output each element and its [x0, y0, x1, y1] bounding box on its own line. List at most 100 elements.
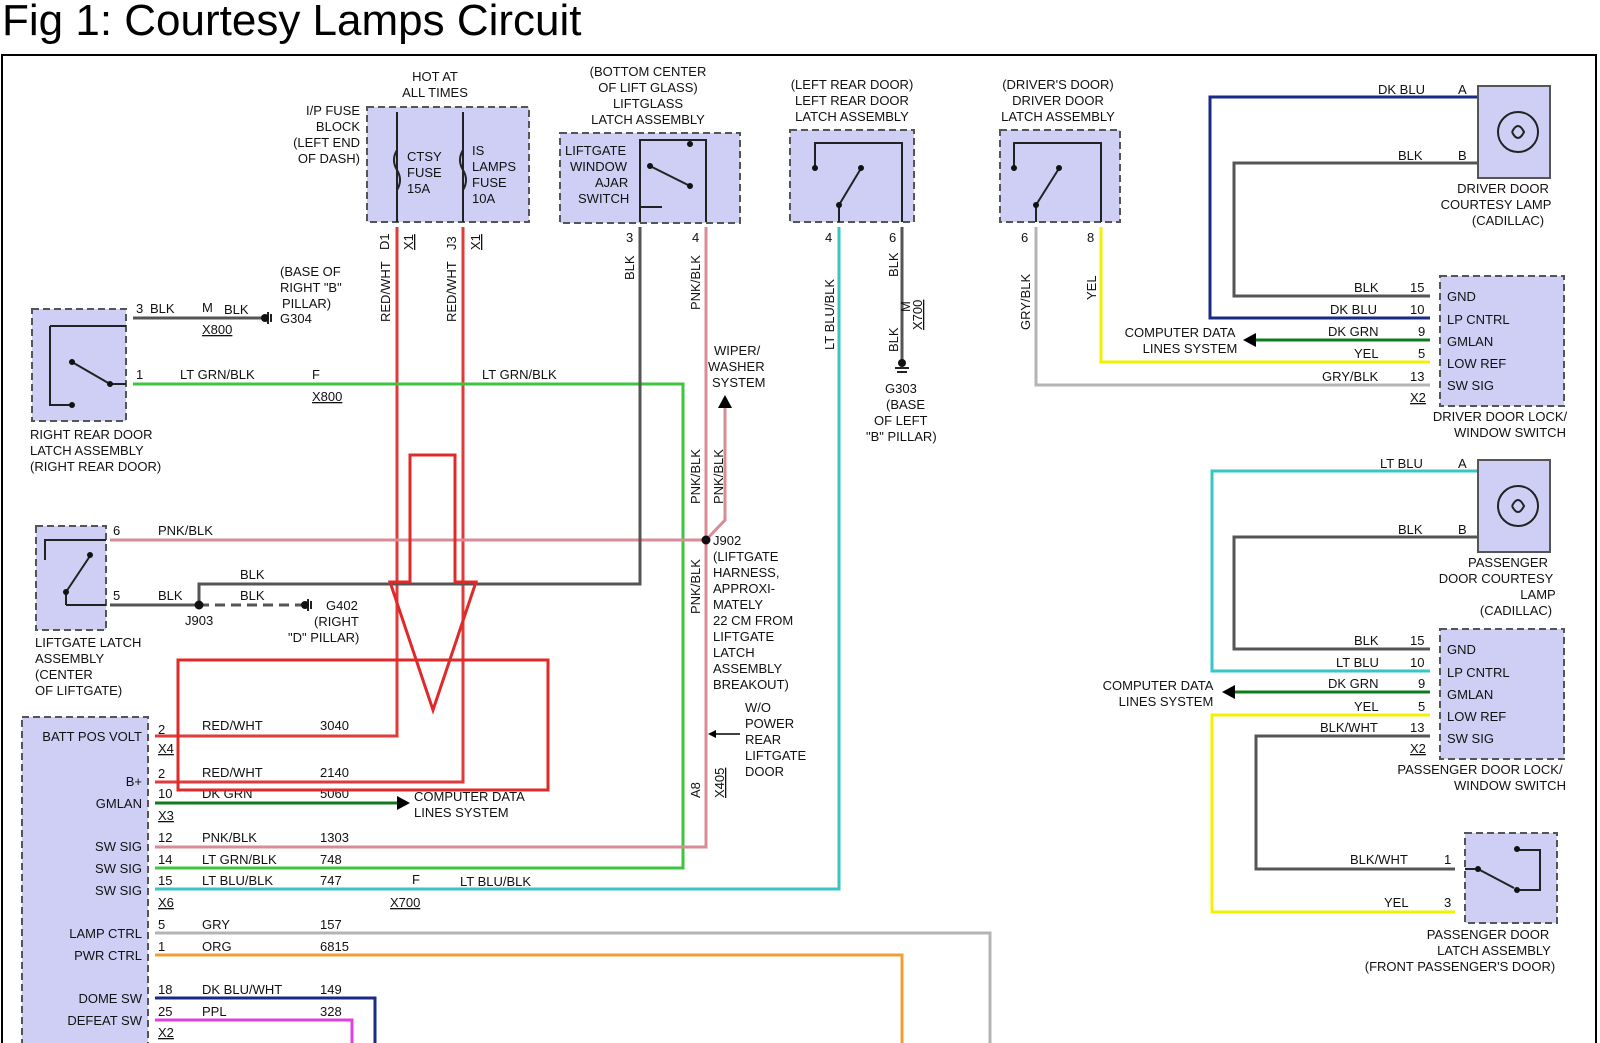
figure-title: Fig 1: Courtesy Lamps Circuit: [2, 0, 582, 45]
lbl-red-wht-3040: RED/WHT: [202, 718, 263, 733]
lbl-dk-grn-bcm: DK GRN: [202, 786, 253, 801]
driver-pin-lp-cntrl: LP CNTRL: [1447, 312, 1510, 327]
left-rear-label-1: (LEFT REAR DOOR): [791, 77, 914, 92]
wire-red-wht-2140: [155, 227, 465, 784]
splice-j903: [194, 600, 204, 610]
passenger-pin-gmlan: GMLAN: [1447, 687, 1493, 702]
lbl-g304: G304: [280, 311, 312, 326]
lbl-x800-a: X800: [202, 322, 232, 337]
lbl-pin2-a: 2: [158, 722, 165, 737]
lbl-pin1-latch: 1: [1444, 852, 1451, 867]
driver-lamp-label-1: DRIVER DOOR: [1457, 181, 1549, 196]
lbl-pin-m-g303: M: [898, 301, 913, 312]
lbl-pin1-rrd: 1: [136, 367, 143, 382]
wires: [110, 95, 1478, 1043]
lbl-data-lines-passenger-1: COMPUTER DATA: [1103, 678, 1214, 693]
lbl-blk-passenger-lamp: BLK: [1398, 522, 1423, 537]
lbl-base-b-2: RIGHT "B": [280, 280, 342, 295]
lbl-lt-blu-lp: LT BLU: [1336, 655, 1379, 670]
bcm-pin-gmlan: GMLAN: [96, 796, 142, 811]
lbl-blk-g303-v: BLK: [886, 252, 901, 277]
lbl-c328: 328: [320, 1004, 342, 1019]
bcm-pin-sw-sig-3: SW SIG: [95, 883, 142, 898]
lbl-blk-j903-top: BLK: [240, 567, 265, 582]
lbl-g303-3: OF LEFT: [874, 413, 928, 428]
lbl-blk-liftglass-pin: 3: [626, 230, 633, 245]
left-rear-label-3: LATCH ASSEMBLY: [795, 109, 909, 124]
driver-pin-sw-sig: SW SIG: [1447, 378, 1494, 393]
wire-org-6815: [155, 953, 904, 1043]
lbl-g303-1: G303: [885, 381, 917, 396]
lbl-gry-blk-pin: 6: [1021, 230, 1028, 245]
lbl-dk-grn-driver: DK GRN: [1328, 324, 1379, 339]
lbl-j902-0: J902: [713, 533, 741, 548]
wire-gry-blk: [1034, 227, 1430, 387]
is-fuse-3: FUSE: [472, 175, 507, 190]
passenger-lamp-label-1: PASSENGER: [1468, 555, 1548, 570]
lbl-x700-h: X700: [390, 895, 420, 910]
lbl-dk-blu-wht-bcm: DK BLU/WHT: [202, 982, 282, 997]
lbl-lt-blu-blk-pin: 4: [825, 230, 832, 245]
lbl-org-bcm: ORG: [202, 939, 232, 954]
arrow-data-lines-driver: [1243, 333, 1256, 347]
lbl-pin-j3: J3: [444, 236, 459, 250]
lbl-c748: 748: [320, 852, 342, 867]
lbl-pin-f-x700: F: [412, 872, 420, 887]
lbl-c3040: 3040: [320, 718, 349, 733]
lbl-blk-g303-pin: 6: [889, 230, 896, 245]
arrow-data-lines-bcm: [397, 796, 410, 810]
left-rear-door-latch: (LEFT REAR DOOR) LEFT REAR DOOR LATCH AS…: [789, 77, 915, 223]
lbl-base-b-1: (BASE OF: [280, 264, 341, 279]
fuse-block-label-2: BLOCK: [316, 119, 360, 134]
lbl-pin2-b: 2: [158, 766, 165, 781]
splice-j902: [701, 535, 711, 545]
right-rear-label-3: (RIGHT REAR DOOR): [30, 459, 161, 474]
driver-courtesy-lamp: DRIVER DOOR COURTESY LAMP (CADILLAC): [1441, 85, 1551, 228]
wire-labels: D1 X1 J3 X1 RED/WHT RED/WHT 3 BLK 4 PNK/…: [113, 82, 1467, 1040]
lbl-pin5-passenger: 5: [1418, 699, 1425, 714]
lbl-yel-pin: 8: [1087, 230, 1094, 245]
lbl-pin18-bcm: 18: [158, 982, 172, 997]
lbl-c747: 747: [320, 873, 342, 888]
lbl-blk-g402: BLK: [240, 588, 265, 603]
wire-gry-157: [155, 931, 992, 1043]
bcm-pin-b-plus: B+: [126, 774, 142, 789]
liftglass-label-3: LIFTGLASS: [613, 96, 683, 111]
right-rear-door-latch: RIGHT REAR DOOR LATCH ASSEMBLY (RIGHT RE…: [30, 308, 161, 474]
highlight-annotation: [176, 453, 550, 792]
lbl-pnk-liftglass: PNK/BLK: [688, 255, 703, 310]
fuse-block-label-3: (LEFT END: [293, 135, 360, 150]
lbl-dk-grn-passenger: DK GRN: [1328, 676, 1379, 691]
fuse-block-label-4: OF DASH): [298, 151, 360, 166]
lbl-j902-1: (LIFTGATE: [713, 549, 779, 564]
lbl-pin12-bcm: 12: [158, 830, 172, 845]
lbl-pnk-v4: PNK/BLK: [688, 559, 703, 614]
lbl-pin3-rrd: 3: [136, 301, 143, 316]
lbl-j903: J903: [185, 613, 213, 628]
lbl-pin14-bcm: 14: [158, 852, 172, 867]
liftglass-label-2: OF LIFT GLASS): [598, 80, 697, 95]
lbl-pin-f-x800: F: [312, 367, 320, 382]
passenger-latch-label-2: LATCH ASSEMBLY: [1437, 943, 1551, 958]
right-rear-label-1: RIGHT REAR DOOR: [30, 427, 153, 442]
lbl-pin9-driver: 9: [1418, 324, 1425, 339]
ground-symbols: [261, 312, 909, 611]
bcm-pin-sw-sig-1: SW SIG: [95, 839, 142, 854]
bcm-pin-sw-sig-2: SW SIG: [95, 861, 142, 876]
lbl-pnk-blk-bcm: PNK/BLK: [202, 830, 257, 845]
lbl-data-lines-bcm-1: COMPUTER DATA: [414, 789, 525, 804]
lbl-j902-5: 22 CM FROM: [713, 613, 793, 628]
lbl-x3: X3: [158, 808, 174, 823]
wire-blk-wht-passenger: [1254, 734, 1455, 871]
lbl-dk-blu: DK BLU: [1378, 82, 1425, 97]
passenger-door-latch: PASSENGER DOOR LATCH ASSEMBLY (FRONT PAS…: [1365, 832, 1558, 974]
lbl-blk-rrd-2: BLK: [224, 302, 249, 317]
lbl-pin-a-passenger: A: [1458, 456, 1467, 471]
highlight-box: [176, 658, 550, 792]
hot-label-1: HOT AT: [412, 69, 458, 84]
lbl-lt-grn-blk-a: LT GRN/BLK: [180, 367, 255, 382]
lbl-x700-v: X700: [910, 300, 925, 330]
lbl-wiper-1: WIPER/: [714, 343, 761, 358]
ip-fuse-block: I/P FUSE BLOCK (LEFT END OF DASH) HOT AT…: [293, 69, 530, 223]
